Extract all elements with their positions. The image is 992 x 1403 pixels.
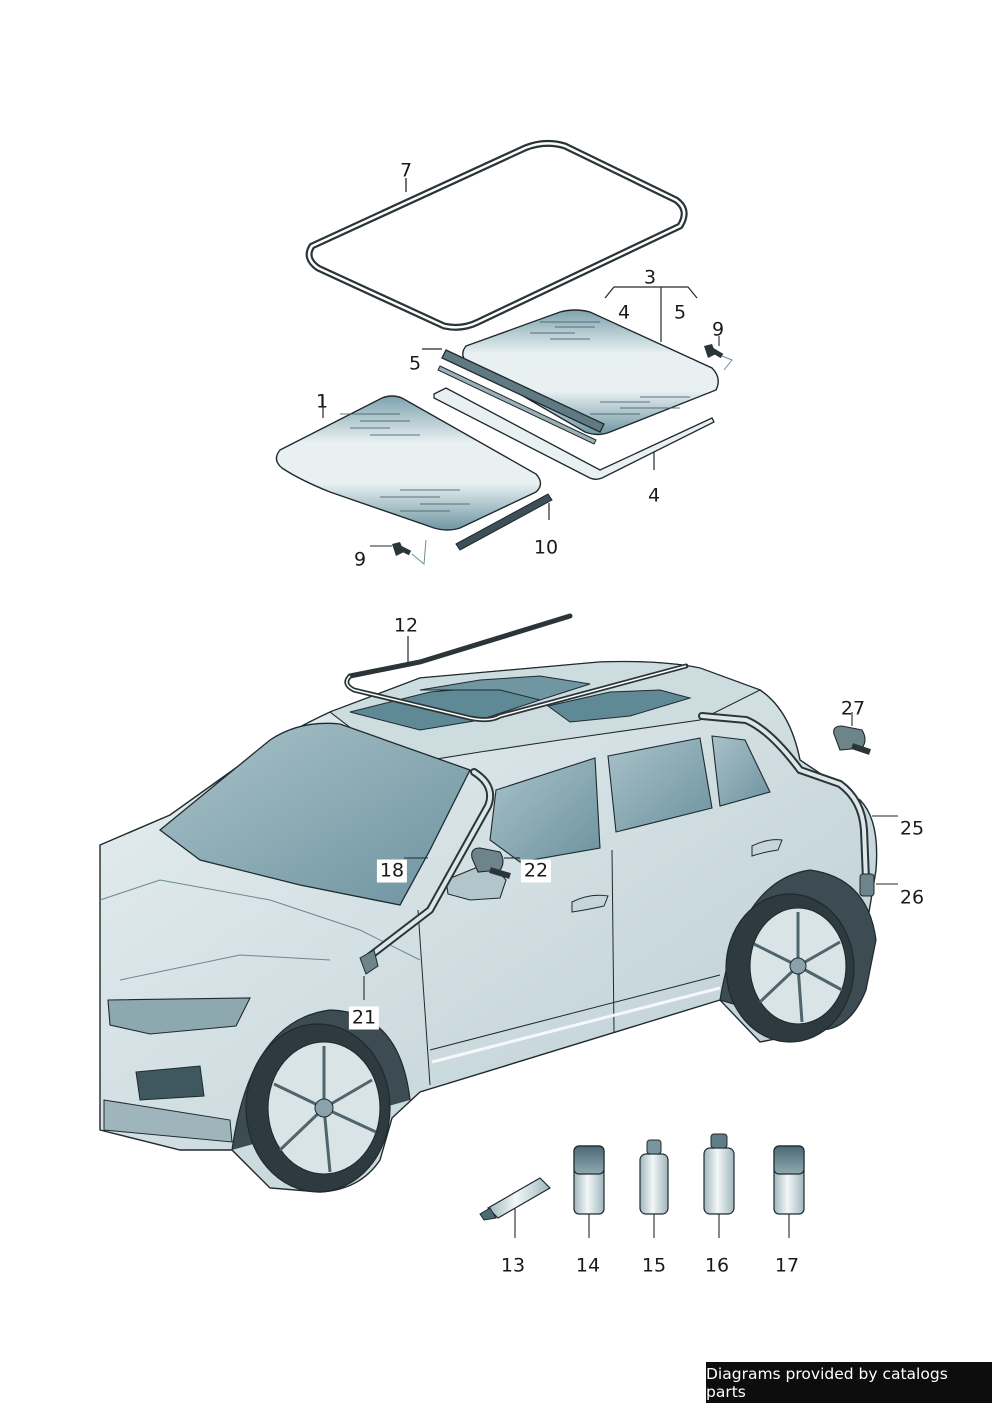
callout-22: 22	[520, 859, 552, 883]
callout-26: 26	[899, 886, 925, 909]
seal-strip-part-4	[433, 387, 715, 480]
callout-13: 13	[500, 1254, 526, 1277]
drain-valve-part-26	[859, 873, 898, 897]
callout-7: 7	[399, 159, 413, 182]
callout-4: 4	[617, 301, 631, 324]
spray-can-part-17	[773, 1145, 805, 1238]
callout-27: 27	[840, 697, 866, 720]
seal-strip-part-10	[455, 493, 553, 551]
callout-3: 3	[643, 266, 657, 289]
callout-5: 5	[408, 352, 422, 375]
bottle-part-15	[639, 1139, 669, 1238]
callout-14: 14	[575, 1254, 601, 1277]
callout-9: 9	[353, 548, 367, 571]
spray-can-part-14	[573, 1145, 605, 1238]
callout-25: 25	[899, 817, 925, 840]
callout-21: 21	[348, 1006, 380, 1030]
callout-5: 5	[673, 301, 687, 324]
tube-part-13	[479, 1177, 551, 1238]
drain-valve-part-21	[359, 949, 379, 1000]
rear-glass-panel	[462, 309, 719, 436]
callout-18: 18	[376, 859, 408, 883]
seal-strip-part-5	[422, 348, 605, 445]
bolt-part-9-upper	[704, 336, 733, 371]
credit-banner: Diagrams provided by catalogs parts	[706, 1362, 992, 1403]
callout-15: 15	[641, 1254, 667, 1277]
callout-1: 1	[315, 390, 329, 413]
clip-part-27	[833, 712, 871, 755]
callout-16: 16	[704, 1254, 730, 1277]
callout-17: 17	[774, 1254, 800, 1277]
drain-hose-part-18	[366, 768, 495, 960]
callout-12: 12	[393, 614, 419, 637]
front-wheel	[245, 1023, 391, 1193]
callout-9: 9	[711, 318, 725, 341]
callout-10: 10	[533, 536, 559, 559]
bracket-part-3	[604, 286, 698, 342]
bolt-part-9-lower	[370, 539, 427, 565]
seal-part-12	[344, 613, 689, 723]
bottle-part-16	[703, 1133, 735, 1238]
clip-part-22	[471, 847, 520, 879]
callout-4: 4	[647, 484, 661, 507]
drain-hose-part-25	[698, 712, 898, 884]
front-glass-panel-part-1	[275, 395, 542, 531]
seal-frame-part-7	[305, 139, 688, 331]
rear-wheel	[725, 893, 855, 1043]
